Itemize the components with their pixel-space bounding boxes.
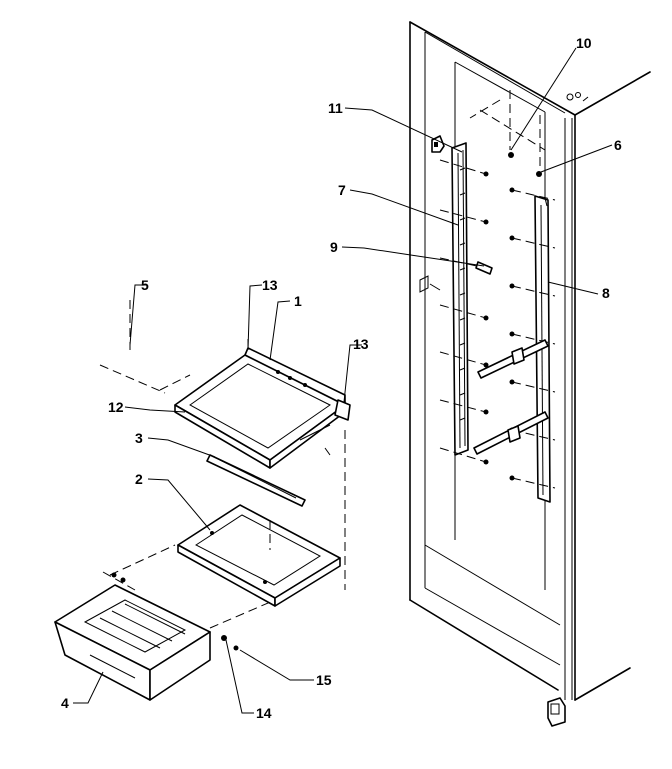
callout-4: 4 [61, 695, 69, 711]
crisper-cover-frame [177, 504, 341, 607]
callout-15: 15 [316, 672, 332, 688]
callout-1: 1 [294, 293, 302, 309]
glass-shelf [174, 347, 351, 469]
callout-11: 11 [328, 100, 343, 116]
shelf-support-lower [473, 411, 549, 455]
left-shelf-rail [451, 142, 469, 456]
callout-5: 5 [141, 277, 149, 293]
callout-14: 14 [256, 705, 272, 721]
crisper-drawer [54, 584, 211, 701]
cabinet-liner [409, 21, 651, 701]
shelf-clip [475, 261, 493, 275]
leader-lines [73, 47, 613, 714]
callout-13-upper: 13 [262, 277, 278, 293]
callout-9: 9 [330, 239, 338, 255]
rail-bracket [431, 135, 445, 153]
callout-13-right: 13 [353, 336, 369, 352]
liner-fastener [419, 275, 441, 293]
shelf-strip [206, 454, 306, 507]
callout-10: 10 [576, 35, 592, 51]
callout-6: 6 [614, 137, 622, 153]
callout-3: 3 [135, 430, 143, 446]
callout-8: 8 [602, 285, 610, 301]
callout-2: 2 [135, 471, 143, 487]
callout-7: 7 [338, 182, 346, 198]
bottom-hinge [547, 697, 566, 727]
top-hinge [566, 92, 589, 102]
shelf-support-upper [477, 339, 549, 379]
callout-12: 12 [108, 399, 124, 415]
